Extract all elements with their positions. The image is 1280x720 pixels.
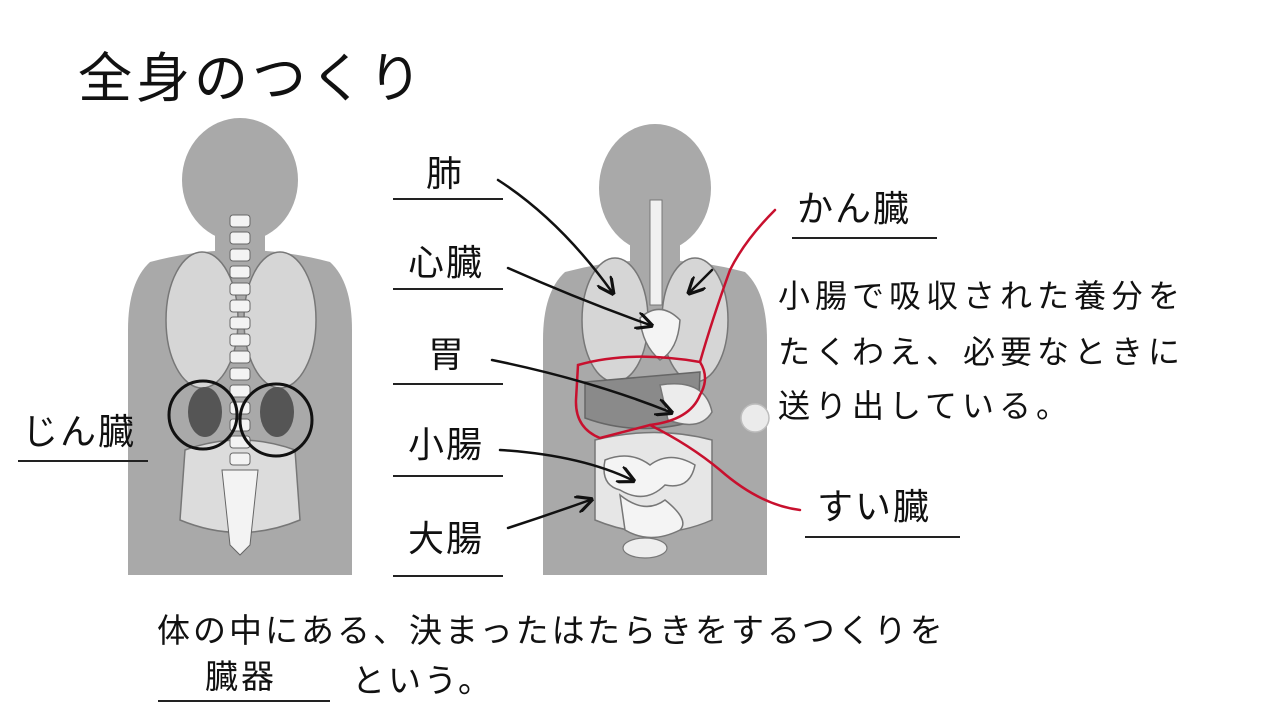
label-large-intestine: 大腸 [408, 519, 485, 560]
liver-line-red [698, 208, 777, 364]
pointer-dot [740, 403, 770, 433]
lung-arrow-2 [690, 268, 714, 292]
page-title: 全身のつくり [78, 47, 426, 110]
large-intestine-arrow [506, 500, 590, 530]
liver-description-line-3: 送り出している。 [778, 387, 1074, 425]
back-organs [165, 214, 317, 556]
label-liver: かん臓 [797, 189, 912, 230]
trachea [649, 199, 663, 306]
definition-sentence: 体の中にある、決まったはたらきをするつくりを [157, 611, 946, 650]
label-kidney: じん臓 [22, 412, 137, 453]
liver-outline-red [574, 355, 707, 440]
underline-kidney [18, 460, 148, 462]
definition-ending: という。 [352, 661, 495, 700]
left-kidney [188, 387, 222, 437]
liver-description-line-1: 小腸で吸収された養分を [778, 277, 1186, 315]
label-small-intestine: 小腸 [408, 425, 485, 466]
label-pancreas: すい臓 [817, 487, 932, 528]
stomach-arrow [490, 358, 670, 412]
underline-large-intestine [393, 575, 503, 577]
lung-arrow [496, 178, 612, 292]
spine [221, 214, 259, 556]
heart-arrow [506, 266, 650, 325]
kidney-circle-left [167, 379, 239, 451]
pancreas-line-red [648, 423, 802, 512]
label-lung: 肺 [426, 154, 465, 195]
kidney-circle-right [238, 382, 314, 458]
liver-description-line-2: たくわえ、必要なときに [778, 333, 1186, 371]
underline-answer [158, 700, 330, 702]
small-intestine-arrow [498, 448, 632, 480]
underline-lung [393, 198, 503, 200]
underline-stomach [393, 383, 503, 385]
underline-liver [792, 237, 937, 239]
definition-answer: 臓器 [205, 657, 277, 696]
label-heart: 心臓 [408, 243, 485, 284]
underline-small-intestine [393, 475, 503, 477]
right-kidney [260, 387, 294, 437]
underline-heart [393, 288, 503, 290]
underline-pancreas [805, 536, 960, 538]
label-stomach: 胃 [428, 335, 467, 376]
